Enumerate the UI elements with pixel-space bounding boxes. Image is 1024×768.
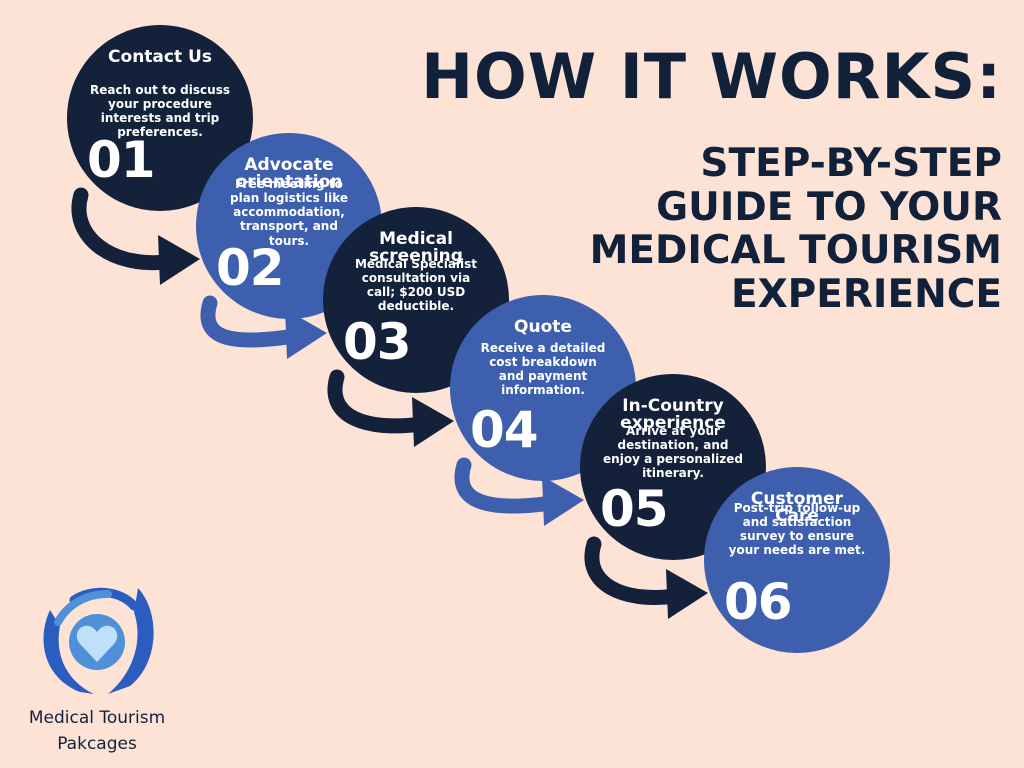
step-description-line: Post-trip follow-up xyxy=(733,501,861,515)
step-description-line: and payment xyxy=(498,369,588,384)
step-title-line: Contact Us xyxy=(108,47,212,67)
step-title-line: screening xyxy=(369,246,463,266)
subtitle-line: STEP-BY-STEP xyxy=(700,141,1002,186)
step-title-line: Medical xyxy=(379,229,453,249)
step-description-line: your procedure xyxy=(108,97,212,112)
step-number: 03 xyxy=(343,313,412,371)
step-description-line: cost breakdown xyxy=(489,355,597,370)
step-description-line: Medical Specialist xyxy=(354,257,478,271)
page-title: HOW IT WORKS: xyxy=(421,40,1002,113)
step-description-line: preferences. xyxy=(117,125,203,140)
step-description-line: Receive a detailed xyxy=(480,341,606,355)
step-description-line: itinerary. xyxy=(642,466,704,481)
page-subtitle: STEP-BY-STEP GUIDE TO YOUR MEDICAL TOURI… xyxy=(442,142,1002,317)
step-description-line: interests and trip xyxy=(100,111,220,126)
step-description-line: Free meeting to xyxy=(235,177,343,191)
step-title-line: In-Country xyxy=(622,396,724,416)
step-title-line: Advocate xyxy=(244,155,334,175)
curved-arrow-icon xyxy=(327,369,454,447)
brand-name: Pakcages xyxy=(57,734,137,754)
step-description-line: information. xyxy=(501,383,585,398)
heart-hands-icon xyxy=(43,587,154,694)
step-description-line: and satisfaction xyxy=(742,515,852,530)
step-title-line: orientation xyxy=(235,172,343,192)
step-description-line: plan logistics like xyxy=(229,191,349,206)
subtitle-line: EXPERIENCE xyxy=(730,272,1002,318)
step-description-line: enjoy a personalized xyxy=(603,452,743,467)
curved-arrow-icon xyxy=(71,187,200,285)
step-description-line: call; $200 USD xyxy=(366,285,466,300)
step-number: 05 xyxy=(600,480,669,538)
step-description-line: Reach out to discuss xyxy=(90,83,230,97)
subtitle-line: MEDICAL TOURISM xyxy=(589,228,1002,274)
step-description-line: consultation via xyxy=(361,271,471,286)
step-title-line: Care xyxy=(775,506,819,526)
step-title-line: Quote xyxy=(514,317,572,337)
step-title: Quote xyxy=(464,319,622,336)
step-description-line: transport, and xyxy=(240,219,338,234)
curved-arrow-icon xyxy=(454,457,584,526)
step-description-line: deductible. xyxy=(377,299,455,314)
step-description-line: your needs are met. xyxy=(728,543,866,558)
curved-arrow-icon xyxy=(584,536,708,619)
step-number: 01 xyxy=(87,131,156,189)
brand-name: Medical Tourism xyxy=(28,708,166,728)
step-title: Contact Us xyxy=(81,49,239,66)
step-description-line: accommodation, xyxy=(233,205,345,220)
step-number: 06 xyxy=(724,573,793,631)
step-number: 02 xyxy=(216,239,285,297)
subtitle-line: GUIDE TO YOUR xyxy=(656,184,1002,230)
step-title-line: Customer xyxy=(750,489,844,509)
curved-arrow-icon xyxy=(200,295,327,359)
step-description-line: Arrive at your xyxy=(626,424,720,438)
step-title-line: experience xyxy=(620,413,726,433)
step-description-line: tours. xyxy=(268,233,310,248)
step-description-line: survey to ensure xyxy=(739,529,855,544)
step-number: 04 xyxy=(470,401,539,459)
step-description-line: destination, and xyxy=(617,438,729,453)
